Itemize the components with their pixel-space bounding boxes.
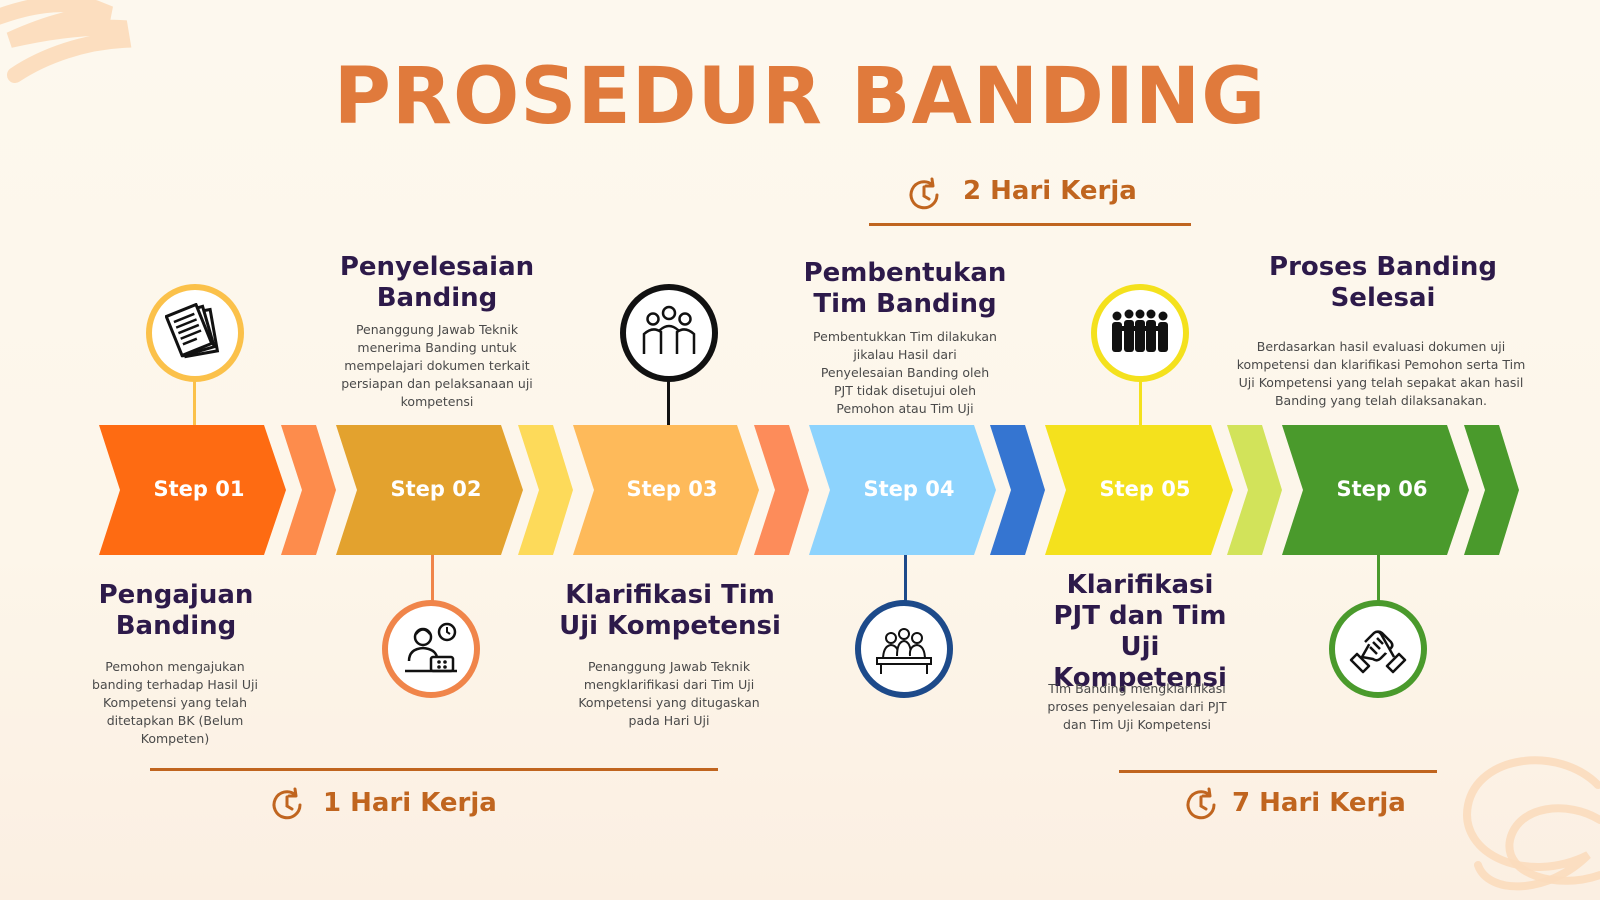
duration-1-day: 1 Hari Kerja [268, 786, 508, 830]
step-02-arrow [336, 425, 523, 555]
step-02-icon-circle [382, 600, 480, 698]
step-03-stem [667, 380, 670, 425]
step-03-label: Step 03 [626, 477, 718, 501]
clock-icon [1186, 787, 1216, 820]
documents-icon [165, 303, 220, 359]
step-03-heading: Klarifikasi Tim Uji Kompetensi [559, 580, 781, 641]
step-04-arrow [809, 425, 996, 555]
decorative-swirl-bottom-right [1463, 756, 1600, 891]
step-05-description: Tim Banding mengklarifikasi proses penye… [1047, 681, 1227, 732]
step-04-label: Step 04 [863, 477, 955, 501]
decorative-brush-top-left [0, 0, 132, 83]
duration-line-7-days [1119, 770, 1437, 773]
clock-icon [272, 787, 302, 820]
step-02-connector [518, 425, 573, 555]
step-05-icon-circle [1091, 284, 1189, 382]
duration-2-days: 2 Hari Kerja [905, 174, 1145, 218]
duration-line-2-days [869, 223, 1191, 226]
step-06-arrow [1282, 425, 1469, 555]
step-01-heading: Pengajuan Banding [98, 580, 254, 641]
duration-line-1-day [150, 768, 718, 771]
step-01-label: Step 01 [153, 477, 245, 501]
step-06-connector [1464, 425, 1519, 555]
step-04-connector [990, 425, 1045, 555]
step-02-label: Step 02 [390, 477, 482, 501]
clock-icon [909, 177, 939, 210]
duration-label: 1 Hari Kerja [323, 788, 497, 818]
step-05-stem [1139, 380, 1142, 425]
step-04-description: Pembentukkan Tim dilakukan jikalau Hasil… [813, 329, 997, 416]
step-06-description: Berdasarkan hasil evaluasi dokumen uji k… [1236, 339, 1526, 408]
group-huddle-icon [1112, 309, 1168, 352]
step-03-arrow [573, 425, 759, 555]
duration-7-days: 7 Hari Kerja [1182, 786, 1422, 830]
step-05-heading: Klarifikasi PJT dan Tim Uji Kompetensi [1053, 570, 1227, 693]
step-02-stem [431, 555, 434, 605]
step-01-icon-circle [146, 284, 244, 382]
step-06-heading: Proses Banding Selesai [1269, 252, 1497, 313]
step-02-heading: Penyelesaian Banding [339, 252, 535, 313]
step-01-connector [281, 425, 336, 555]
step-01-stem [193, 380, 196, 425]
step-04-icon-circle [855, 600, 953, 698]
steps-arrow-band [99, 425, 1519, 555]
step-05-label: Step 05 [1099, 477, 1191, 501]
step-01-description: Pemohon mengajukan banding terhadap Hasi… [92, 659, 258, 746]
step-05-arrow [1045, 425, 1233, 555]
duration-label: 7 Hari Kerja [1232, 788, 1406, 818]
step-06-icon-circle [1329, 600, 1427, 698]
duration-label: 2 Hari Kerja [963, 176, 1137, 206]
handshake-icon [1349, 630, 1407, 674]
team-group-icon [642, 305, 696, 354]
step-03-description: Penanggung Jawab Teknik mengklarifikasi … [578, 659, 760, 728]
step-05-connector [1227, 425, 1282, 555]
step-06-stem [1377, 555, 1380, 605]
team-meeting-icon [876, 628, 932, 674]
step-03-connector [754, 425, 809, 555]
step-04-heading: Pembentukan Tim Banding [803, 258, 1007, 319]
step-03-icon-circle [620, 284, 718, 382]
step-04-stem [904, 555, 907, 605]
person-at-laptop-icon [405, 622, 457, 673]
step-06-label: Step 06 [1336, 477, 1428, 501]
step-02-description: Penanggung Jawab Teknik menerima Banding… [341, 322, 533, 409]
page-title: PROSEDUR BANDING [333, 52, 1267, 142]
step-01-arrow [99, 425, 286, 555]
